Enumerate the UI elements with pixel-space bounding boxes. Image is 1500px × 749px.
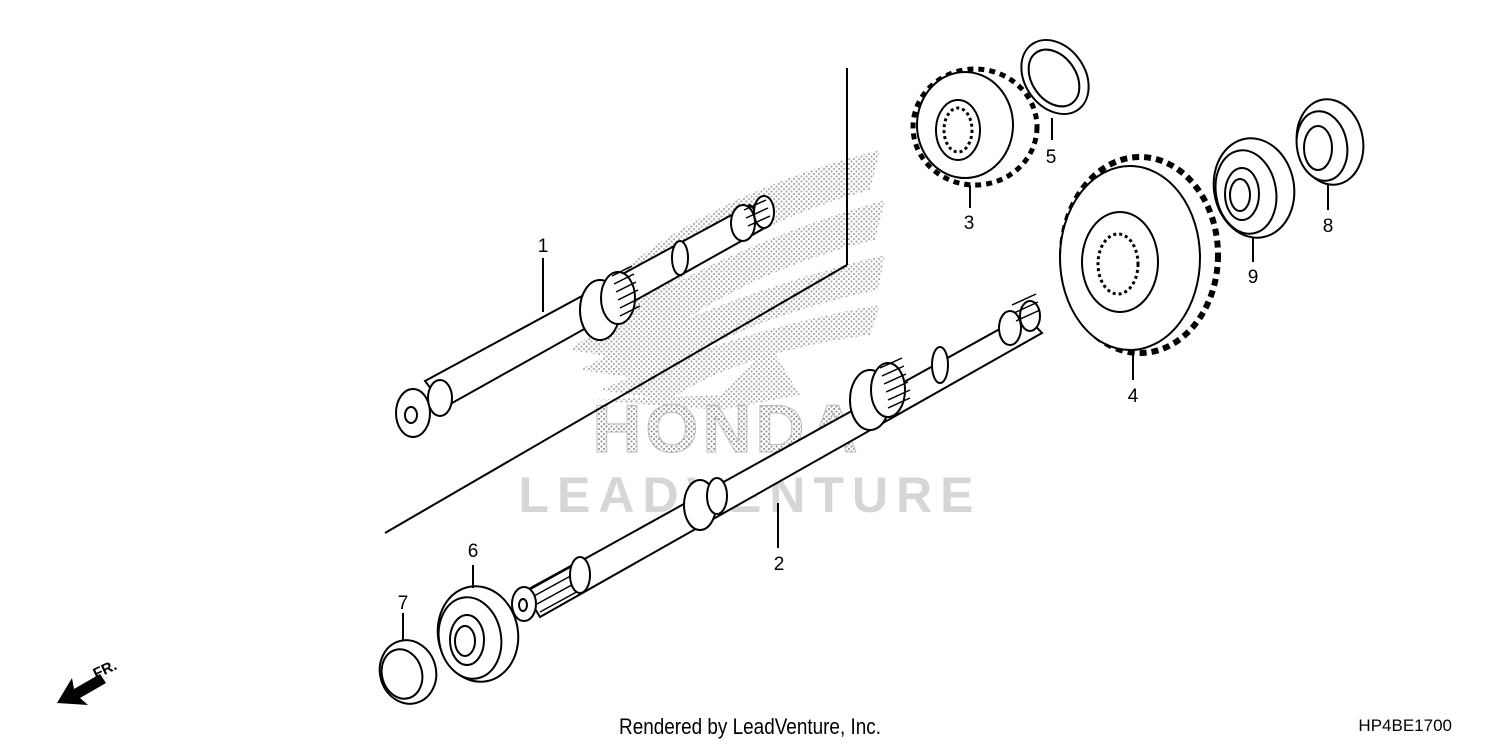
- diagram-code: HP4BE1700: [1358, 716, 1452, 735]
- callout-8: 8: [1323, 216, 1334, 237]
- direction-label: FR.: [91, 657, 120, 683]
- seal-part-7: [378, 639, 438, 705]
- callout-2: 2: [774, 554, 785, 575]
- gear-part-4: [1059, 154, 1221, 356]
- callout-1: 1: [538, 236, 549, 257]
- shaft-part-2: [511, 293, 1044, 622]
- bearing-part-8: [1295, 98, 1365, 186]
- callout-3: 3: [964, 213, 975, 234]
- front-direction-arrow: FR.: [57, 657, 120, 705]
- callout-9: 9: [1248, 267, 1259, 288]
- bearing-part-6: [436, 585, 520, 683]
- washer-part-5: [1020, 38, 1090, 116]
- callout-7: 7: [398, 593, 409, 614]
- gear-part-3: [910, 66, 1040, 188]
- footer-credit: Rendered by LeadVenture, Inc.: [619, 714, 881, 739]
- reference-line-diagonal: [384, 264, 848, 534]
- shaft-part-1: [395, 195, 775, 438]
- callout-4: 4: [1128, 386, 1139, 407]
- callout-6: 6: [468, 541, 479, 562]
- callout-leaders: [402, 118, 1329, 640]
- bearing-part-9: [1212, 137, 1296, 239]
- callout-5: 5: [1046, 147, 1057, 168]
